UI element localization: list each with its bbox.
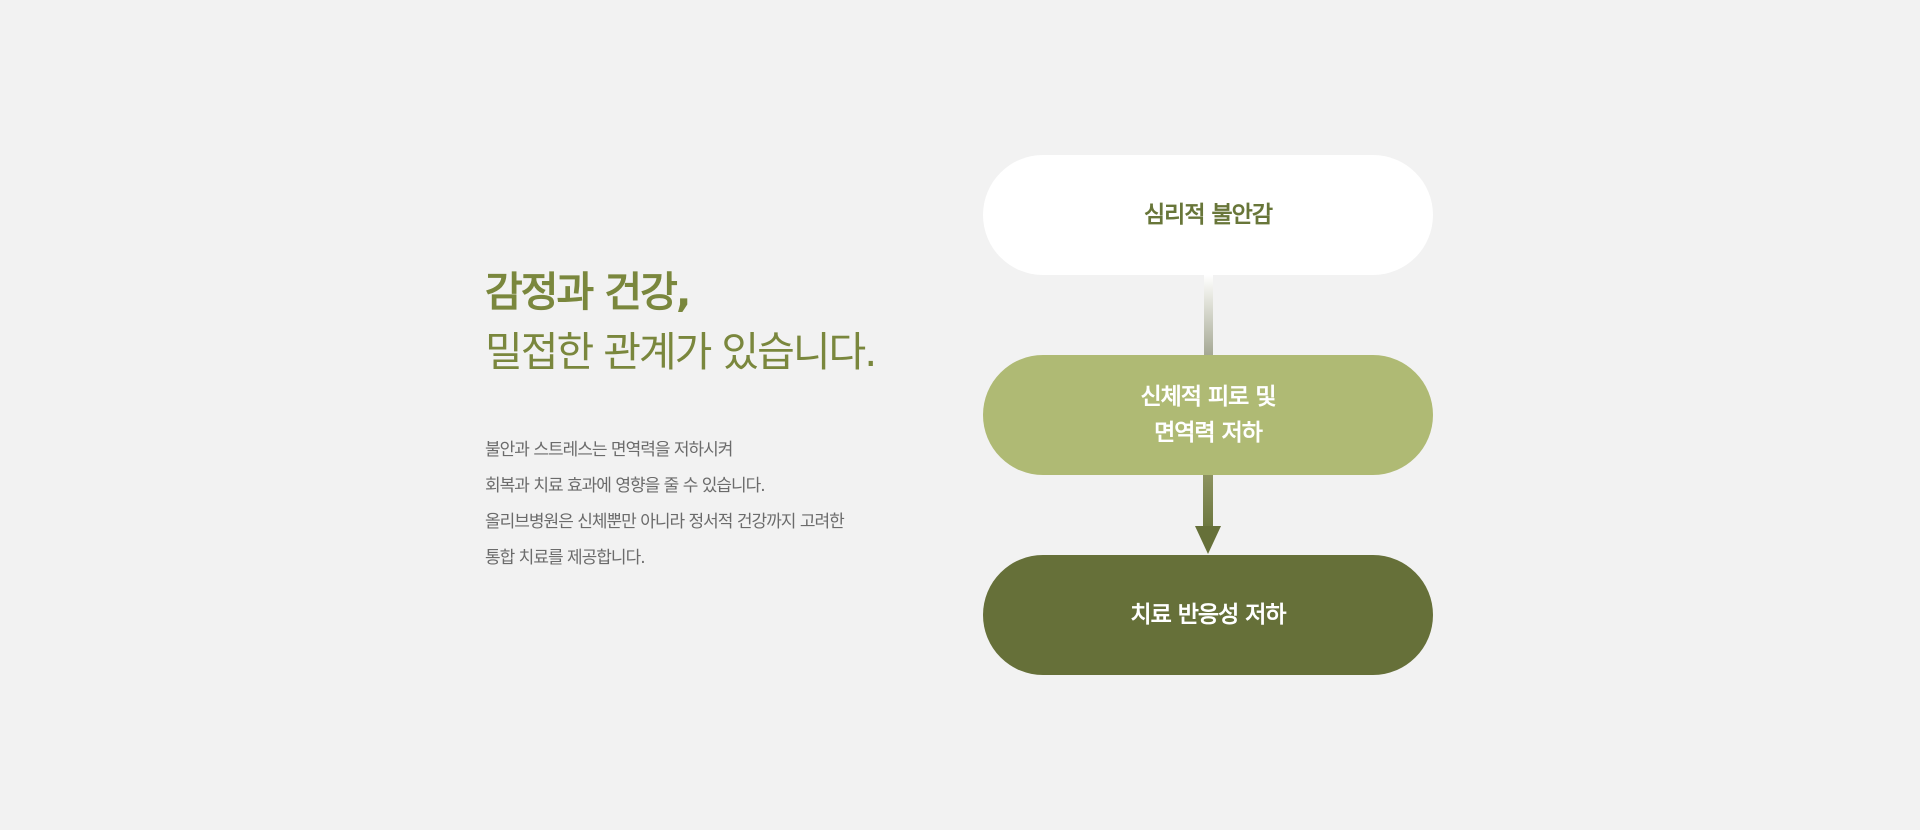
flow-step-label-line: 면역력 저하 (1154, 420, 1263, 446)
intro-section: 감정과 건강, 밀접한 관계가 있습니다. 불안과 스트레스는 면역력을 저하시… (485, 262, 925, 576)
arrow-down-icon (1195, 526, 1221, 554)
flow-step-fatigue: 신체적 피로 및 면역력 저하 (983, 355, 1433, 475)
description-line: 회복과 치료 효과에 영향을 줄 수 있습니다. (485, 476, 766, 496)
flow-step-treatment-response: 치료 반응성 저하 (983, 555, 1433, 675)
title-light-line: 밀접한 관계가 있습니다. (485, 328, 877, 376)
title-bold-line: 감정과 건강, (485, 268, 691, 316)
page-title: 감정과 건강, 밀접한 관계가 있습니다. (485, 262, 925, 382)
flow-step-label: 심리적 불안감 (1144, 202, 1273, 228)
flow-diagram: 심리적 불안감 신체적 피로 및 면역력 저하 치료 반응성 저하 (983, 155, 1433, 675)
description: 불안과 스트레스는 면역력을 저하시켜 회복과 치료 효과에 영향을 줄 수 있… (485, 432, 925, 576)
flow-step-label: 신체적 피로 및 면역력 저하 (1140, 379, 1277, 451)
description-line: 올리브병원은 신체뿐만 아니라 정서적 건강까지 고려한 (485, 512, 845, 532)
flow-step-label: 치료 반응성 저하 (1130, 602, 1286, 628)
description-line: 통합 치료를 제공합니다. (485, 548, 646, 568)
flow-step-label-line: 신체적 피로 및 (1140, 384, 1277, 410)
description-line: 불안과 스트레스는 면역력을 저하시켜 (485, 440, 733, 460)
arrow-shaft (1203, 475, 1213, 527)
connector-line (1204, 275, 1213, 355)
flow-step-anxiety: 심리적 불안감 (983, 155, 1433, 275)
